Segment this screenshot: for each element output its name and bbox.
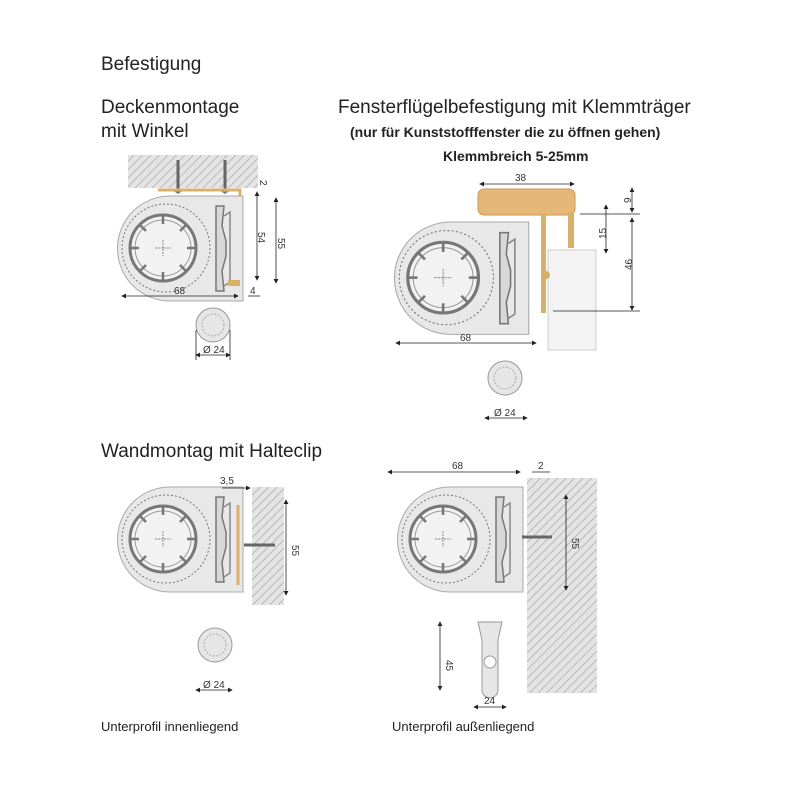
end-cap [487,360,523,396]
wall-hatch [527,478,597,693]
dim-clamp: 15 [598,227,609,239]
dim-handle-height: 45 [443,660,454,672]
wall-title: Wandmontag mit Halteclip [101,441,323,462]
dim-height: 46 [624,258,635,270]
dim-inner-height: 54 [255,232,266,244]
ceiling-title-line2: mit Winkel [101,121,189,142]
dim-gap: 2 [257,180,268,186]
wall-outside-diagram: 68 2 55 45 24 [387,461,597,710]
clamp-range: Klemmbreich 5-25mm [443,148,589,164]
dim-width: 68 [452,461,464,472]
end-cap [197,627,233,663]
dim-gap: 2 [538,461,544,472]
dim-height: 55 [289,545,300,557]
dim-diameter: Ø 24 [203,680,225,691]
ceiling-hatch [128,155,258,188]
window-frame [547,249,597,351]
sash-title: Fensterflügelbefestigung mit Klemmträger [338,97,691,118]
wooden-bracket [477,188,576,216]
dim-width: 68 [174,286,186,297]
dim-width: 68 [460,333,472,344]
dim-handle-width: 24 [484,696,496,707]
dim-height: 55 [569,538,580,550]
sash-subtitle: (nur für Kunststofffenster die zu öffnen… [350,124,661,140]
dim-offset: 4 [250,286,256,297]
dim-diameter: Ø 24 [494,408,516,419]
ceiling-title-line1: Deckenmontage [101,97,240,118]
caption-inside: Unterprofil innenliegend [101,719,239,734]
ceiling-title: Deckenmontage mit Winkel [101,96,239,144]
end-cap [195,307,231,343]
caption-outside: Unterprofil außenliegend [392,719,535,734]
dim-height: 55 [275,238,286,250]
page-title: Befestigung [101,54,202,75]
wall-mount-diagram: 3,5 55 Ø 24 [116,476,300,693]
sash-mount-diagram: 38 9 15 46 68 Ø 24 [392,173,640,421]
ceiling-mount-diagram: 2 54 55 68 4 Ø 24 [116,155,286,360]
dim-clip: 3,5 [220,476,234,487]
dim-diameter: Ø 24 [203,345,225,356]
dim-bracket-width: 38 [515,173,527,184]
dim-top: 9 [623,197,634,203]
